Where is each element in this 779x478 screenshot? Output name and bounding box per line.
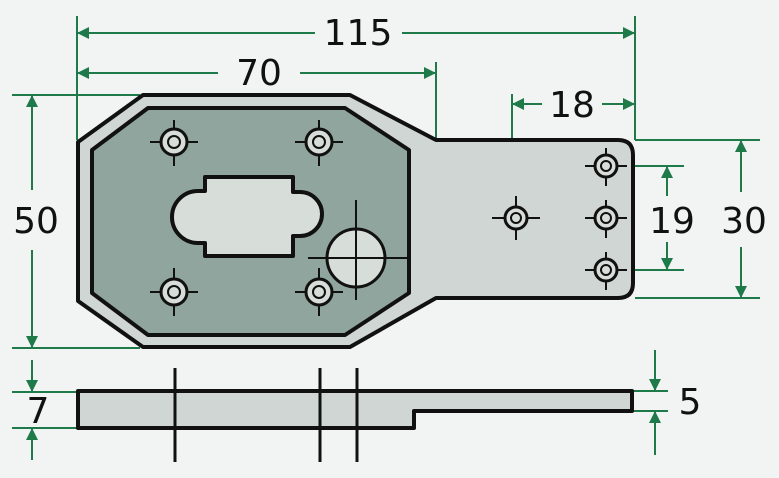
dimension-lines: [26, 27, 747, 460]
label-tab-thickness: 5: [679, 382, 702, 423]
label-tab-length: 18: [549, 85, 595, 126]
label-plate-height: 50: [13, 201, 59, 242]
hole-bottom-left: [150, 268, 198, 316]
dimension-labels: 115 70 18 50 19 30 7 5: [13, 13, 767, 432]
mounting-holes: [150, 120, 627, 316]
hole-tab-center: [492, 196, 540, 240]
label-plate-width: 70: [236, 53, 282, 94]
hole-tab-bottom: [585, 252, 627, 290]
label-tab-height: 30: [721, 201, 767, 242]
side-profile: [76, 389, 634, 430]
hole-tab-top: [585, 148, 627, 186]
hole-tab-middle: [585, 200, 627, 238]
hole-top-left: [150, 120, 198, 166]
hole-bottom-right: [295, 268, 343, 316]
hole-top-right: [295, 120, 343, 166]
label-overall-length: 115: [324, 13, 393, 54]
hole-large-round: [308, 200, 410, 300]
label-plate-thickness: 7: [27, 391, 50, 432]
label-tab-hole-spacing: 19: [649, 201, 695, 242]
plate-side-view: [76, 368, 634, 462]
keyhole-slot: [170, 175, 324, 258]
